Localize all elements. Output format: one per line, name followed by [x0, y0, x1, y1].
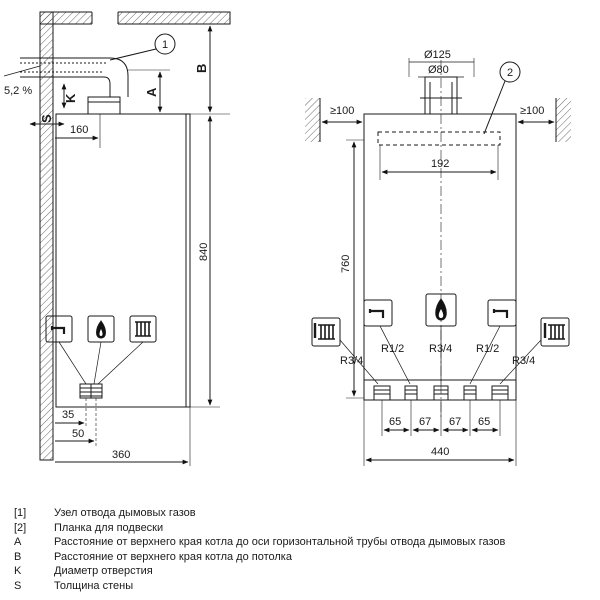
dim-760-label: 760 — [340, 255, 352, 273]
dim-B-label: B — [194, 64, 209, 73]
right-wall-hatch — [556, 98, 571, 142]
legend-key: K — [14, 565, 22, 578]
dim-A-label: A — [144, 87, 159, 97]
dim-160-label: 160 — [70, 124, 88, 136]
callout-2-circle — [499, 61, 521, 83]
legend-row: S Толщина стены — [14, 579, 505, 594]
legend: [1] Узел отвода дымовых газов [2] Планка д… — [14, 506, 505, 594]
boiler-body-front — [363, 113, 517, 401]
flue-pipe — [20, 57, 129, 97]
dim-35-label: 35 — [62, 409, 74, 421]
spacing-label: 65 — [478, 416, 490, 428]
flame-icon — [87, 315, 115, 343]
legend-key: S — [14, 579, 22, 592]
radiator-icon — [311, 317, 341, 347]
spacing-label: 65 — [389, 416, 401, 428]
legend-row: K Диаметр отверстия — [14, 564, 505, 579]
front-view — [305, 58, 571, 466]
tap-icon — [487, 299, 517, 327]
legend-row: B Расстояние от верхнего края котла до по… — [14, 550, 505, 565]
dim-440-label: 440 — [431, 446, 449, 458]
flame-icon — [425, 293, 457, 327]
legend-text: Планка для подвески — [54, 521, 164, 534]
boiler-body-side — [55, 113, 191, 408]
dim-192-label: 192 — [431, 158, 449, 170]
legend-row: [1] Узел отвода дымовых газов — [14, 506, 505, 521]
pipe-size-label: R3/4 — [512, 355, 535, 367]
diameter-80-label: Ø80 — [428, 64, 449, 76]
dim-S-label: S — [39, 114, 54, 123]
clearance-right-label: ≥100 — [520, 105, 544, 117]
radiator-icon — [129, 315, 157, 343]
tap-icon — [363, 299, 393, 327]
callout-1-label: 1 — [162, 39, 168, 51]
installation-dimensions-diagram: 1 B A K S 5,2 % 160 840 35 50 360 — [3, 10, 571, 466]
legend-key: A — [14, 536, 22, 549]
pipe-size-label: R1/2 — [381, 343, 404, 355]
diameter-125-label: Ø125 — [424, 49, 451, 61]
clearance-left-label: ≥100 — [330, 105, 354, 117]
callout-2-label: 2 — [507, 67, 513, 79]
side-view-labels: 1 B A K S 5,2 % 160 840 35 50 360 — [4, 39, 210, 461]
left-wall-hatch — [305, 98, 320, 142]
legend-text: Толщина стены — [54, 579, 134, 592]
front-view-labels: 2 Ø125 Ø80 ≥100 ≥100 192 760 R3/4 R1/2 R… — [330, 49, 544, 458]
pipe-size-label: R1/2 — [476, 343, 499, 355]
legend-text: Узел отвода дымовых газов — [54, 507, 196, 519]
legend-key: [2] — [14, 521, 27, 534]
dim-360-label: 360 — [112, 449, 130, 461]
spacing-label: 67 — [449, 416, 461, 428]
pipe-size-label: R3/4 — [340, 355, 363, 367]
dim-50-label: 50 — [72, 428, 84, 440]
legend-key: [1] — [14, 507, 27, 519]
callout-1-circle — [154, 33, 176, 55]
mounting-strip — [377, 131, 501, 146]
ceiling-opening — [92, 10, 118, 25]
pipe-size-label: R3/4 — [429, 343, 452, 355]
legend-text: Диаметр отверстия — [54, 565, 153, 578]
radiator-icon — [540, 317, 570, 347]
dim-K-label: K — [63, 93, 78, 103]
slope-label: 5,2 % — [4, 85, 32, 97]
ceiling-hatch — [39, 11, 231, 25]
legend-text: Расстояние от верхнего края котла до оси… — [54, 536, 506, 549]
side-view — [3, 10, 231, 466]
wall-hatch — [39, 11, 54, 461]
legend-row: A Расстояние от верхнего края котла до ос… — [14, 535, 505, 550]
legend-key: B — [14, 550, 22, 563]
dim-840-label: 840 — [198, 243, 210, 261]
spacing-label: 67 — [419, 416, 431, 428]
legend-text: Расстояние от верхнего края котла до пот… — [54, 550, 292, 563]
legend-row: [2] Планка для подвески — [14, 521, 505, 536]
